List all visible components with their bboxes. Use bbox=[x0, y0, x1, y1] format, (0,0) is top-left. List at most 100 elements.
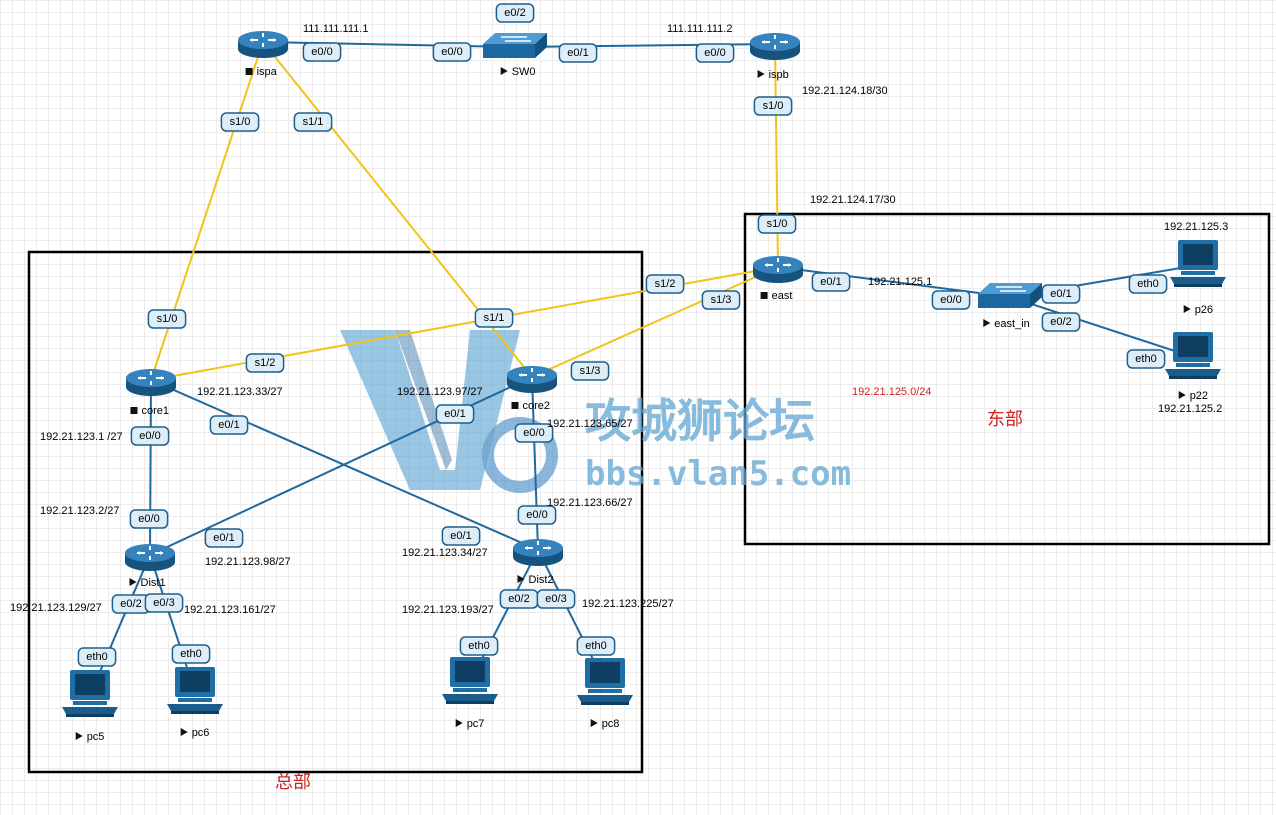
device-label-pc8: pc8 bbox=[590, 718, 619, 730]
port-badge-Dist1-e0-0[interactable]: e0/0 bbox=[129, 509, 169, 529]
device-ispb[interactable]: ispb bbox=[750, 33, 800, 81]
port-badge-pc5-eth0[interactable]: eth0 bbox=[77, 647, 117, 667]
device-label-p22: p22 bbox=[1178, 390, 1208, 402]
port-badge-Dist2-e0-0[interactable]: e0/0 bbox=[517, 505, 557, 525]
ip-address-label: 192.21.123.65/27 bbox=[547, 418, 633, 430]
port-badge-core1-e0-1[interactable]: e0/1 bbox=[209, 415, 249, 435]
pc-icon bbox=[442, 657, 498, 704]
ip-address-label: 192.21.125.1 bbox=[868, 276, 932, 288]
port-badge-core2-s1-3[interactable]: s1/3 bbox=[570, 361, 610, 381]
port-badge-east_in-e0-0[interactable]: e0/0 bbox=[931, 290, 971, 310]
device-pc6[interactable]: pc6 bbox=[167, 667, 223, 739]
running-status-icon bbox=[1183, 305, 1191, 313]
device-label-east: east bbox=[760, 290, 793, 302]
port-badge-east-s1-2[interactable]: s1/2 bbox=[645, 274, 685, 294]
device-SW0[interactable]: SW0 bbox=[483, 33, 547, 78]
device-pc7[interactable]: pc7 bbox=[442, 657, 498, 730]
device-pc8[interactable]: pc8 bbox=[577, 658, 633, 730]
port-label: eth0 bbox=[180, 648, 201, 660]
headquarters-region-box bbox=[27, 250, 644, 774]
port-badge-core1-s1-0[interactable]: s1/0 bbox=[147, 309, 187, 329]
ethernet-link-ispa-SW0[interactable] bbox=[262, 41, 516, 48]
port-badge-Dist1-e0-2[interactable]: e0/2 bbox=[111, 594, 151, 614]
port-badge-pc7-eth0[interactable]: eth0 bbox=[459, 636, 499, 656]
device-name: p26 bbox=[1195, 304, 1213, 316]
device-core1[interactable]: core1 bbox=[126, 369, 176, 417]
port-badge-core2-s1-1[interactable]: s1/1 bbox=[474, 308, 514, 328]
running-status-icon bbox=[517, 575, 525, 583]
port-label: eth0 bbox=[1137, 278, 1158, 290]
device-name: core2 bbox=[523, 400, 551, 412]
port-badge-ispb-e0-0[interactable]: e0/0 bbox=[695, 43, 735, 63]
port-badge-Dist1-e0-3[interactable]: e0/3 bbox=[144, 593, 184, 613]
ethernet-link-east-east_in[interactable] bbox=[777, 266, 1011, 298]
running-status-icon bbox=[500, 67, 508, 75]
port-label: e0/0 bbox=[940, 294, 961, 306]
port-badge-ispa-s1-1[interactable]: s1/1 bbox=[293, 112, 333, 132]
stopped-status-icon bbox=[130, 407, 138, 414]
device-name: Dist1 bbox=[141, 577, 166, 589]
device-Dist1[interactable]: Dist1 bbox=[125, 544, 175, 589]
port-badge-Dist2-e0-1[interactable]: e0/1 bbox=[441, 526, 481, 546]
device-core2[interactable]: core2 bbox=[507, 366, 557, 412]
ip-address-label: 192.21.123.98/27 bbox=[205, 556, 291, 568]
ethernet-link-SW0-ispb[interactable] bbox=[514, 43, 776, 48]
port-badge-east-s1-0[interactable]: s1/0 bbox=[757, 214, 797, 234]
port-label: s1/0 bbox=[767, 218, 788, 230]
device-p26[interactable]: p26 bbox=[1170, 240, 1226, 316]
port-badge-p22-eth0[interactable]: eth0 bbox=[1126, 349, 1166, 369]
device-east_in[interactable]: east_in bbox=[978, 283, 1042, 330]
port-label: e0/1 bbox=[450, 530, 471, 542]
port-label: s1/1 bbox=[484, 312, 505, 324]
device-pc5[interactable]: pc5 bbox=[62, 670, 118, 743]
router-icon bbox=[126, 369, 176, 396]
device-Dist2[interactable]: Dist2 bbox=[513, 539, 563, 586]
port-label: eth0 bbox=[468, 640, 489, 652]
ethernet-link-east_in-p22[interactable] bbox=[1009, 296, 1194, 358]
port-badge-core1-s1-2[interactable]: s1/2 bbox=[245, 353, 285, 373]
running-status-icon bbox=[129, 578, 137, 586]
serial-link-core2-east[interactable] bbox=[531, 266, 779, 378]
pc-icon bbox=[1170, 240, 1226, 287]
device-name: ispb bbox=[769, 69, 789, 81]
device-label-core2: core2 bbox=[511, 400, 551, 412]
port-badge-east-s1-3[interactable]: s1/3 bbox=[701, 290, 741, 310]
router-icon bbox=[125, 544, 175, 571]
port-badge-east-e0-1[interactable]: e0/1 bbox=[811, 272, 851, 292]
port-badge-east_in-e0-1[interactable]: e0/1 bbox=[1041, 284, 1081, 304]
device-label-Dist2: Dist2 bbox=[517, 574, 554, 586]
port-badge-Dist1-e0-1[interactable]: e0/1 bbox=[204, 528, 244, 548]
port-badge-pc8-eth0[interactable]: eth0 bbox=[576, 636, 616, 656]
device-name: east_in bbox=[994, 318, 1029, 330]
device-name: pc5 bbox=[87, 731, 105, 743]
serial-link-ispa-core1[interactable] bbox=[150, 41, 264, 381]
port-badge-core2-e0-0[interactable]: e0/0 bbox=[514, 423, 554, 443]
ip-address-label: 111.111.111.2 bbox=[667, 23, 732, 35]
port-badge-SW0-e0-0[interactable]: e0/0 bbox=[432, 42, 472, 62]
port-badge-ispa-s1-0[interactable]: s1/0 bbox=[220, 112, 260, 132]
port-badge-SW0-e0-2[interactable]: e0/2 bbox=[495, 3, 535, 23]
port-badge-core1-e0-0[interactable]: e0/0 bbox=[130, 426, 170, 446]
device-p22[interactable]: p22 bbox=[1165, 332, 1221, 402]
running-status-icon bbox=[1178, 391, 1186, 399]
device-ispa[interactable]: ispa bbox=[238, 31, 288, 78]
port-badge-pc6-eth0[interactable]: eth0 bbox=[171, 644, 211, 664]
port-label: s1/3 bbox=[580, 365, 601, 377]
device-name: east bbox=[772, 290, 793, 302]
pc-icon bbox=[62, 670, 118, 717]
port-badge-SW0-e0-1[interactable]: e0/1 bbox=[558, 43, 598, 63]
port-badge-core2-e0-1[interactable]: e0/1 bbox=[435, 404, 475, 424]
port-badge-p26-eth0[interactable]: eth0 bbox=[1128, 274, 1168, 294]
port-badge-Dist2-e0-2[interactable]: e0/2 bbox=[499, 589, 539, 609]
port-badge-ispb-s1-0[interactable]: s1/0 bbox=[753, 96, 793, 116]
port-badge-ispa-e0-0[interactable]: e0/0 bbox=[302, 42, 342, 62]
device-label-SW0: SW0 bbox=[500, 66, 536, 78]
stopped-status-icon bbox=[760, 292, 768, 299]
watermark: 攻城狮论坛 bbs.vlan5.com bbox=[340, 330, 851, 494]
port-badge-Dist2-e0-3[interactable]: e0/3 bbox=[536, 589, 576, 609]
device-east[interactable]: east bbox=[753, 256, 803, 302]
port-badge-east_in-e0-2[interactable]: e0/2 bbox=[1041, 312, 1081, 332]
port-label: s1/2 bbox=[655, 278, 676, 290]
